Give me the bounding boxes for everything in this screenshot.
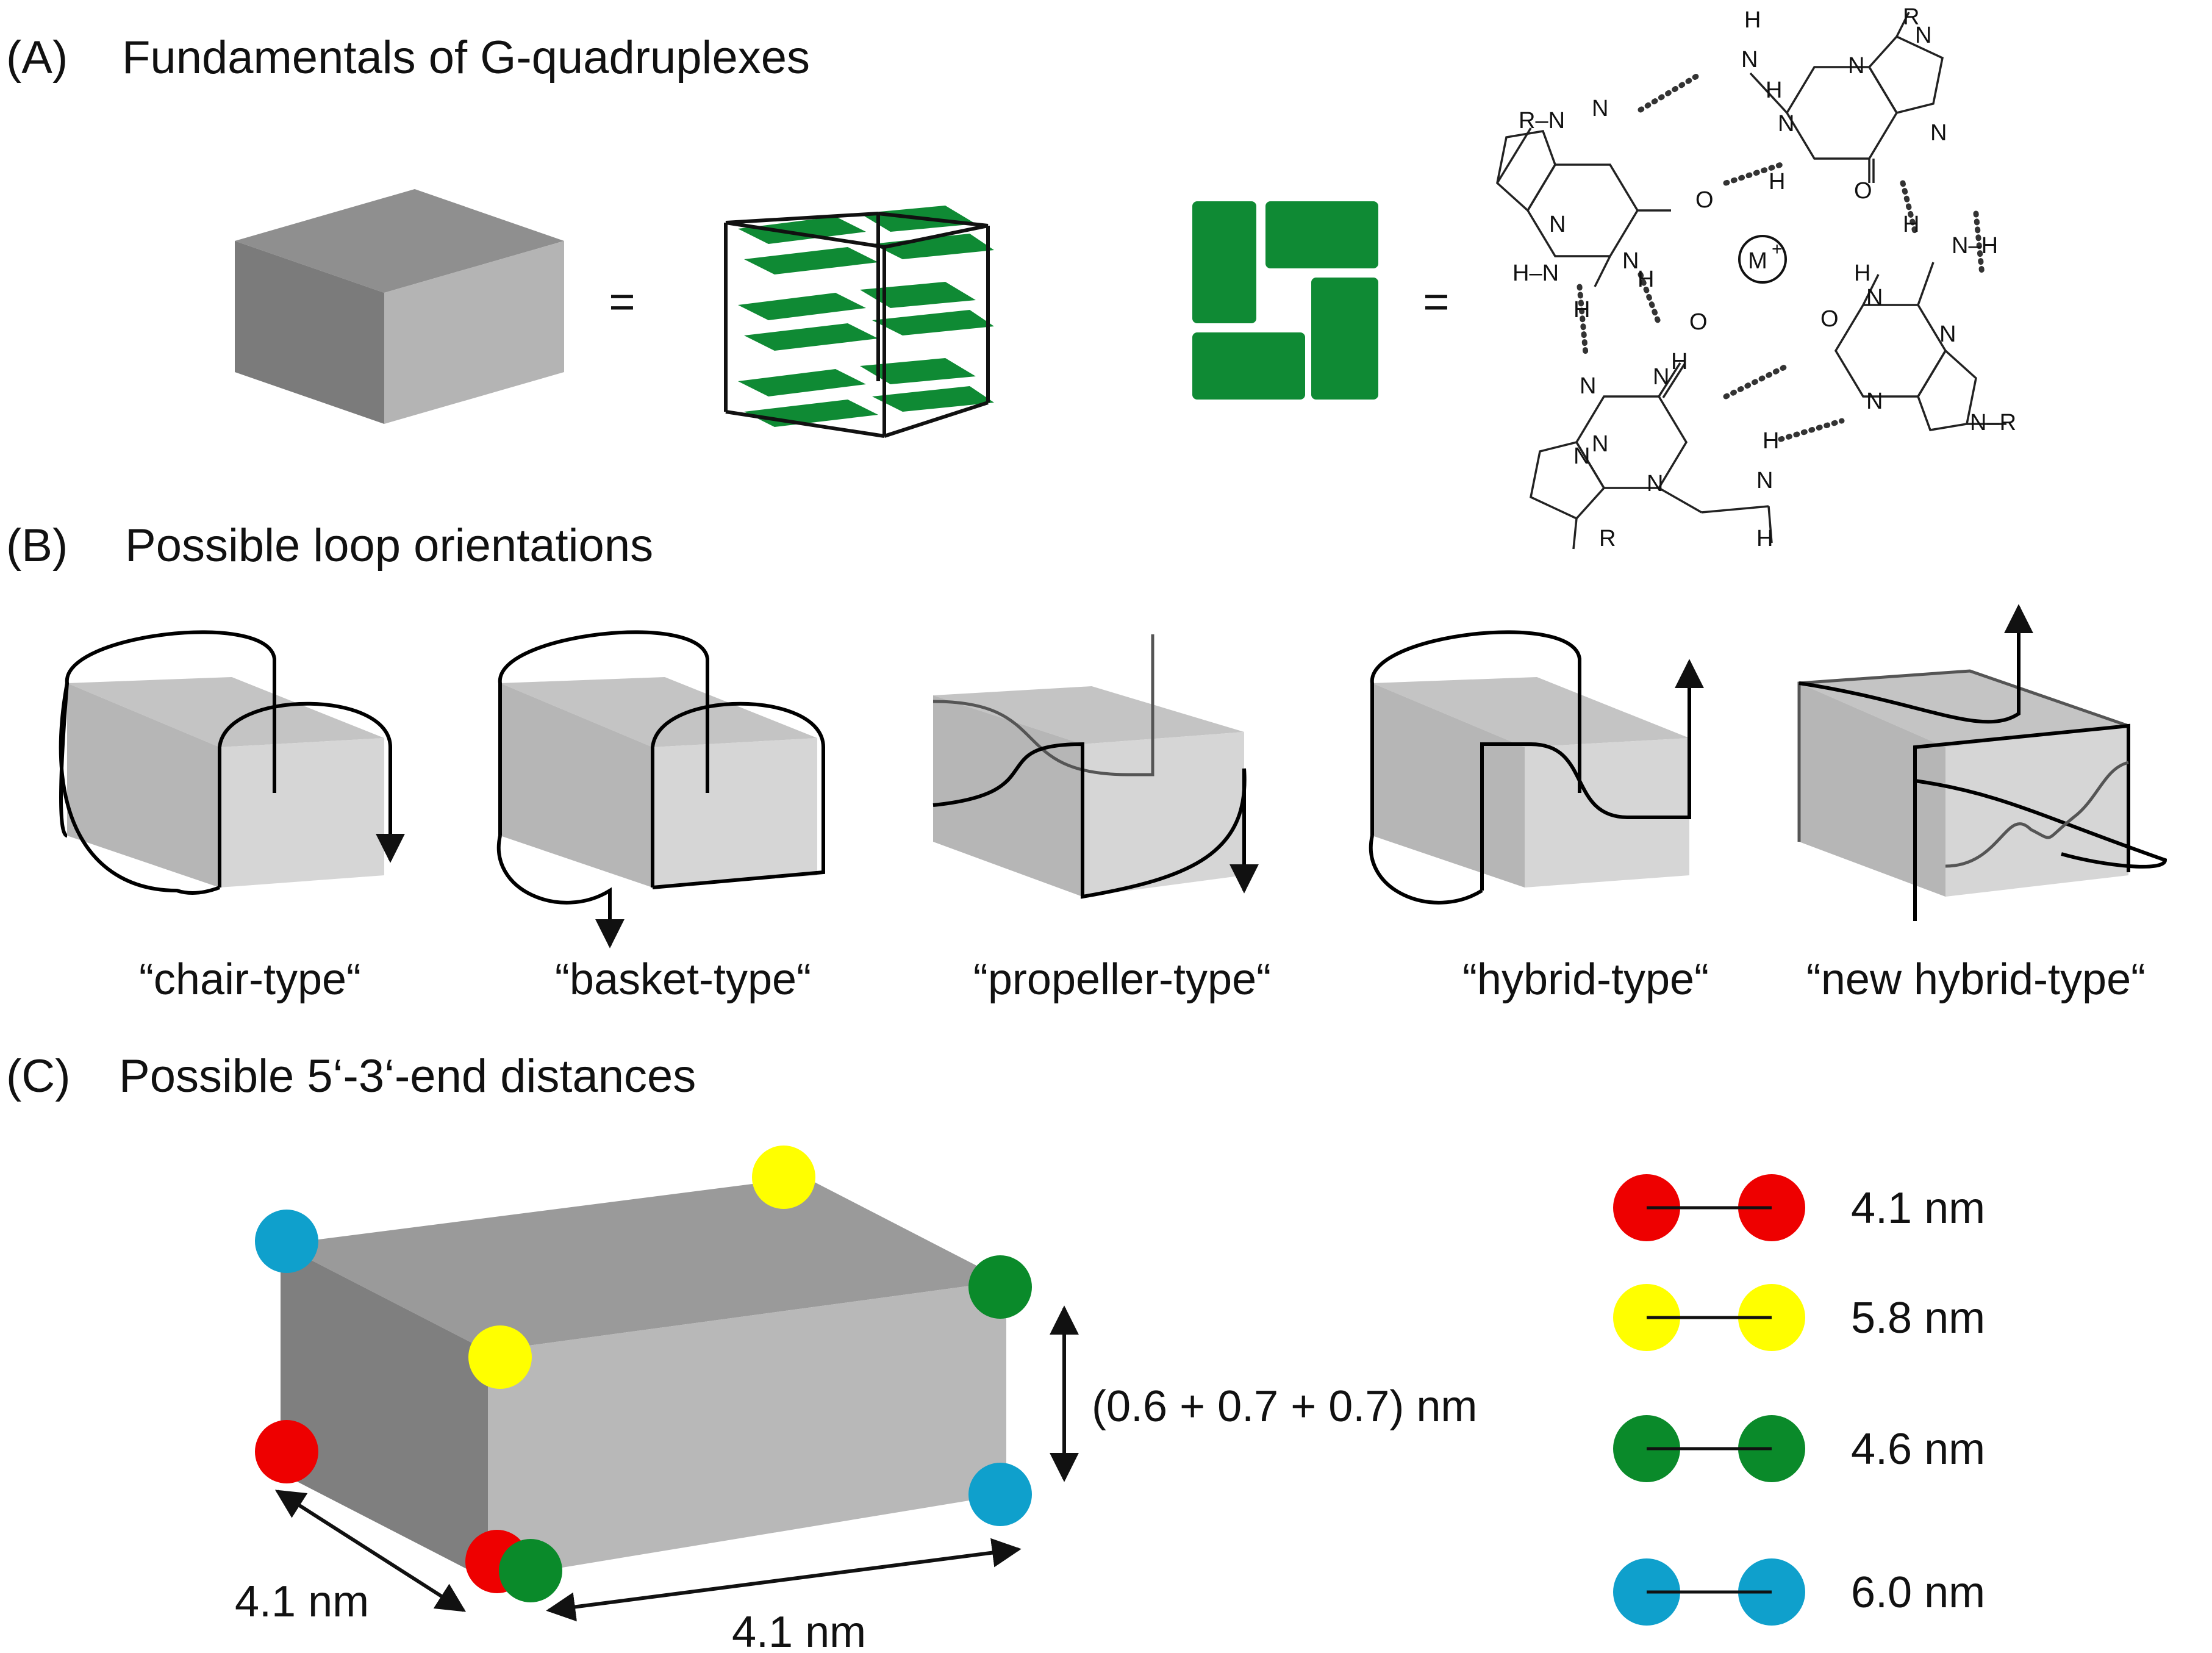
atom-n-amino-top: N [1741,47,1758,73]
atom-r-n-left: R–N [1519,108,1565,134]
metal-ion-charge: + [1772,239,1783,259]
atom-n-top-4: N [1930,120,1947,146]
atom-r-top: R [1903,4,1919,30]
quartet-layer-3 [738,358,994,427]
atom-n-top-3: N [1778,111,1794,137]
panel-a-title: Fundamentals of G-quadruplexes [122,32,810,84]
atom-r-bottom: R [1599,526,1616,551]
chair-type-label: “chair-type“ [139,955,361,1004]
panel-b: (B) Possible loop orientations “chair-ty… [6,520,2167,1004]
legend-item-red: 4.1 nm [1613,1174,1985,1241]
atom-n-r-right: N–R [1970,410,2016,436]
atom-n-bottom-6: N [1592,431,1608,457]
legend-item-cyan: 6.0 nm [1613,1558,1985,1626]
equals-sign-1: = [609,276,635,327]
atom-n-top-2: N [1915,23,1931,48]
propeller-type-diagram [932,634,1259,899]
quartet-layer-2 [738,282,994,351]
panel-b-title: Possible loop orientations [125,520,653,572]
atom-n-h-right: N–H [1952,233,1998,259]
corner-dot-red-left [255,1420,318,1483]
basket-type-label: “basket-type“ [555,955,811,1004]
g-quadruplex-block-icon [235,189,564,424]
atom-h-top: H [1744,7,1761,33]
atom-o-left: O [1695,187,1714,213]
corner-dot-yellow-top [752,1146,815,1209]
atom-n-left-1: N [1592,96,1608,121]
guanine-top-right [1749,12,1944,183]
legend-label-cyan: 6.0 nm [1851,1568,1985,1617]
panel-a-letter: (A) [6,32,68,84]
new-hybrid-type-label: “new hybrid-type“ [1806,955,2146,1004]
dimension-arrows [274,1305,1079,1622]
atom-labels: H N H R N N N H O N R–N N O N N H–N H H … [1512,4,2016,551]
atom-o-bottom: O [1689,309,1708,335]
g-quadruplex-dimension-block [281,1177,1006,1580]
g-quartet-chemical-structure: M + H N H R N N N H O N R–N N O N N H–N … [1496,4,2016,551]
guanine-bottom-left [1530,362,1773,550]
panel-c-letter: (C) [6,1050,71,1102]
panel-b-letter: (B) [6,520,68,572]
atom-h-bottom-2: H [1763,428,1779,454]
hybrid-type-diagram [1369,630,1704,905]
corner-dot-green-bottom [499,1539,562,1602]
width-dimension-label: 4.1 nm [732,1608,866,1653]
atom-n-bottom-3: N [1573,443,1590,469]
corner-dot-yellow-front [468,1325,532,1389]
legend-label-green: 4.6 nm [1851,1425,1985,1474]
height-dimension-label: (0.6 + 0.7 + 0.7) nm [1092,1382,1477,1431]
atom-n-bottom-2: N [1653,364,1669,390]
atom-h-right-1: H [1903,212,1919,237]
atom-n-left-3: N [1622,248,1639,274]
equals-sign-2: = [1423,276,1449,327]
atom-h-n-left: H–N [1512,260,1559,286]
guanine-right [1834,262,2006,431]
atom-h-right-2: H [1854,260,1870,286]
atom-h-left-3: H [1638,267,1654,292]
new-hybrid-type-diagram [1797,604,2167,921]
stacked-quartets-icon [724,206,994,438]
metal-ion-label: M [1748,248,1767,274]
panel-c: (C) Possible 5‘-3‘-end distances (0.6 + … [6,1050,1985,1653]
propeller-type-label: “propeller-type“ [973,955,1271,1004]
atom-n-bottom-4: N [1647,471,1663,497]
legend-item-green: 4.6 nm [1613,1415,1985,1482]
corner-dot-cyan-right [968,1463,1032,1526]
distance-legend: 4.1 nm 5.8 nm 4.6 nm 6.0 nm [1613,1174,1985,1626]
legend-label-red: 4.1 nm [1851,1184,1985,1233]
panel-a: (A) Fundamentals of G-quadruplexes = [6,4,2016,551]
panel-c-title: Possible 5‘-3‘-end distances [119,1050,696,1102]
corner-dot-cyan-top-left [255,1210,318,1273]
atom-h-bottom-3: H [1756,526,1773,551]
atom-h-bottom-1: H [1671,349,1688,375]
guanine-left [1496,127,1671,287]
legend-item-yellow: 5.8 nm [1613,1284,1985,1351]
atom-n-left-2: N [1549,212,1566,237]
atom-o-top: O [1854,178,1872,204]
g-quartet-icon [1192,201,1378,400]
legend-label-yellow: 5.8 nm [1851,1294,1985,1343]
atom-h-top-2: H [1766,77,1782,103]
atom-n-bottom-1: N [1580,373,1596,399]
atom-n-right-3: N [1866,389,1883,414]
atom-n-top-1: N [1848,53,1864,79]
atom-n-right-1: N [1866,285,1883,310]
hybrid-type-label: “hybrid-type“ [1462,955,1709,1004]
atom-n-bottom-5: N [1756,468,1773,493]
chair-type-diagram [59,630,405,895]
atom-n-right-2: N [1939,321,1956,347]
atom-h-top-3: H [1769,169,1785,195]
depth-dimension-label: 4.1 nm [235,1577,369,1626]
atom-h-left-2: H [1573,297,1590,323]
atom-o-right: O [1820,306,1839,332]
corner-dot-green-right [968,1255,1032,1319]
basket-type-diagram [496,630,825,948]
